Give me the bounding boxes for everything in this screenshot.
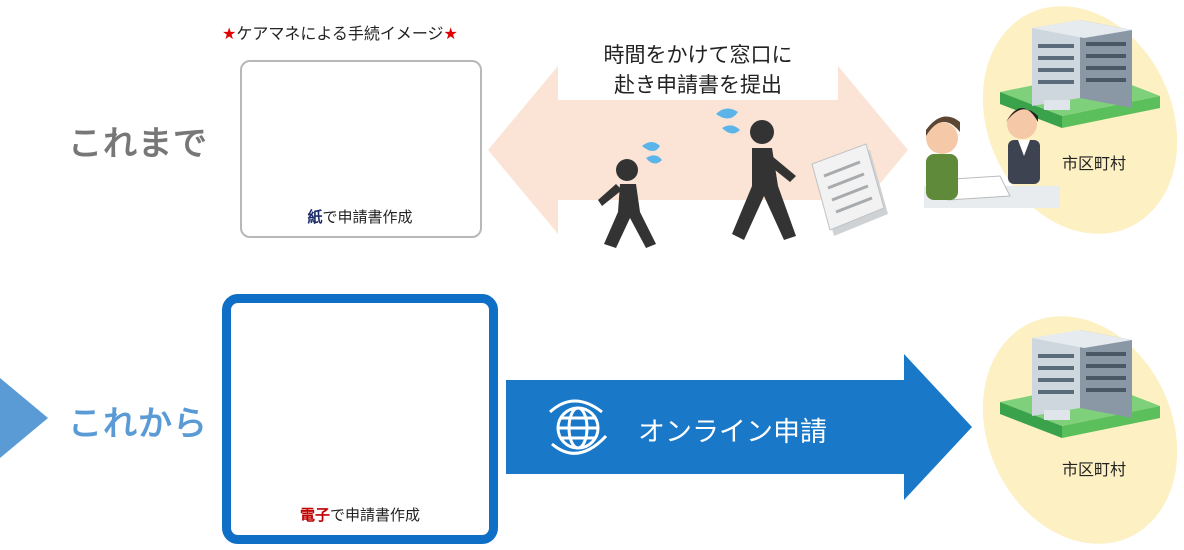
counter-scene-illustration [924, 108, 1060, 208]
note-text: ケアマネによる手続イメージ [236, 24, 444, 43]
electronic-caption: 電子で申請書作成 [222, 504, 498, 525]
globe-icon [548, 399, 608, 455]
double-arrow-peach [488, 66, 908, 234]
caption-rest-electronic: で申請書作成 [330, 506, 421, 524]
counter-visit-text: 時間をかけて窓口に 赴き申請書を提出 [560, 40, 836, 100]
caption-emph-electronic: 電子 [299, 506, 330, 524]
document-icon [811, 143, 888, 236]
label-before: これまで [68, 124, 208, 164]
sweat-drop-icon [642, 108, 740, 164]
counter-visit-line2: 赴き申請書を提出 [614, 73, 782, 97]
office-label-bottom: 市区町村 [1062, 460, 1127, 479]
building-icon [1000, 20, 1160, 128]
caption-emph-paper: 紙 [307, 208, 323, 226]
building-icon [1000, 330, 1160, 438]
star-icon-left: ★ [222, 24, 237, 43]
walking-person-icon [732, 120, 796, 240]
play-triangle-icon [0, 378, 48, 458]
paper-application-box [240, 60, 482, 238]
caption-rest-paper: で申請書作成 [322, 208, 413, 226]
label-after: これから [68, 404, 208, 444]
office-label-top: 市区町村 [1062, 154, 1127, 173]
online-arrow-blue [506, 354, 972, 500]
paper-caption: 紙で申請書作成 [240, 206, 480, 227]
counter-visit-line1: 時間をかけて窓口に [603, 43, 793, 67]
electronic-application-box [222, 294, 498, 544]
star-icon-right: ★ [443, 24, 458, 43]
walking-person-icon [598, 159, 656, 248]
online-application-text: オンライン申請 [638, 417, 827, 448]
process-image-note: ★ケアマネによる手続イメージ★ [222, 20, 458, 44]
